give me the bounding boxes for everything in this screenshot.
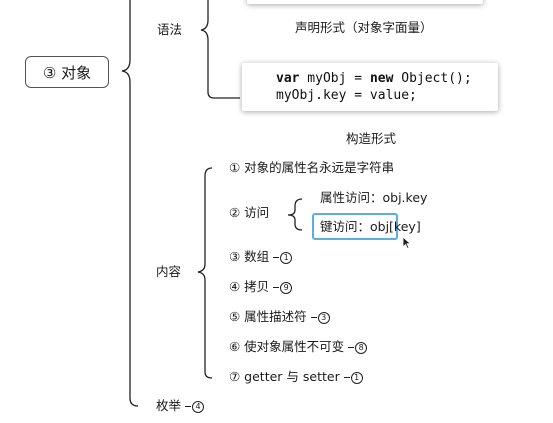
declarative-code-card [247, 0, 483, 4]
code-line-1: var myObj = new Object(); [276, 71, 472, 86]
count-badge: 3 [317, 311, 330, 324]
enumerate-branch[interactable]: 枚举 4 [156, 398, 205, 414]
mouse-cursor-icon [402, 236, 412, 250]
count-badge: 4 [192, 400, 205, 413]
key-access-label: 键访问：obj[key] [320, 218, 421, 234]
count-badge: 1 [280, 251, 293, 264]
content-item-access[interactable]: ② 访问 [229, 205, 270, 220]
key-access-node[interactable]: 键访问：obj[key] [312, 213, 421, 240]
root-label: ③ 对象 [42, 63, 92, 82]
code-line-2: myObj.key = value; [276, 88, 417, 103]
constructor-code-card: var myObj = new Object(); myObj.key = va… [242, 63, 498, 111]
count-badge: 9 [280, 281, 293, 294]
property-access-label: 属性访问：obj.key [320, 190, 428, 205]
enumerate-label: 枚举 [156, 398, 182, 413]
syntax-branch-label: 语法 [157, 22, 183, 37]
content-branch-label: 内容 [156, 264, 182, 279]
root-node[interactable]: ③ 对象 [25, 56, 109, 88]
count-badge: 8 [355, 341, 368, 354]
declarative-caption: 声明形式（对象字面量） [295, 20, 433, 35]
constructor-caption: 构造形式 [346, 131, 397, 146]
content-item-property-names[interactable]: ① 对象的属性名永远是字符串 [229, 160, 395, 175]
count-badge: 1 [350, 371, 363, 384]
